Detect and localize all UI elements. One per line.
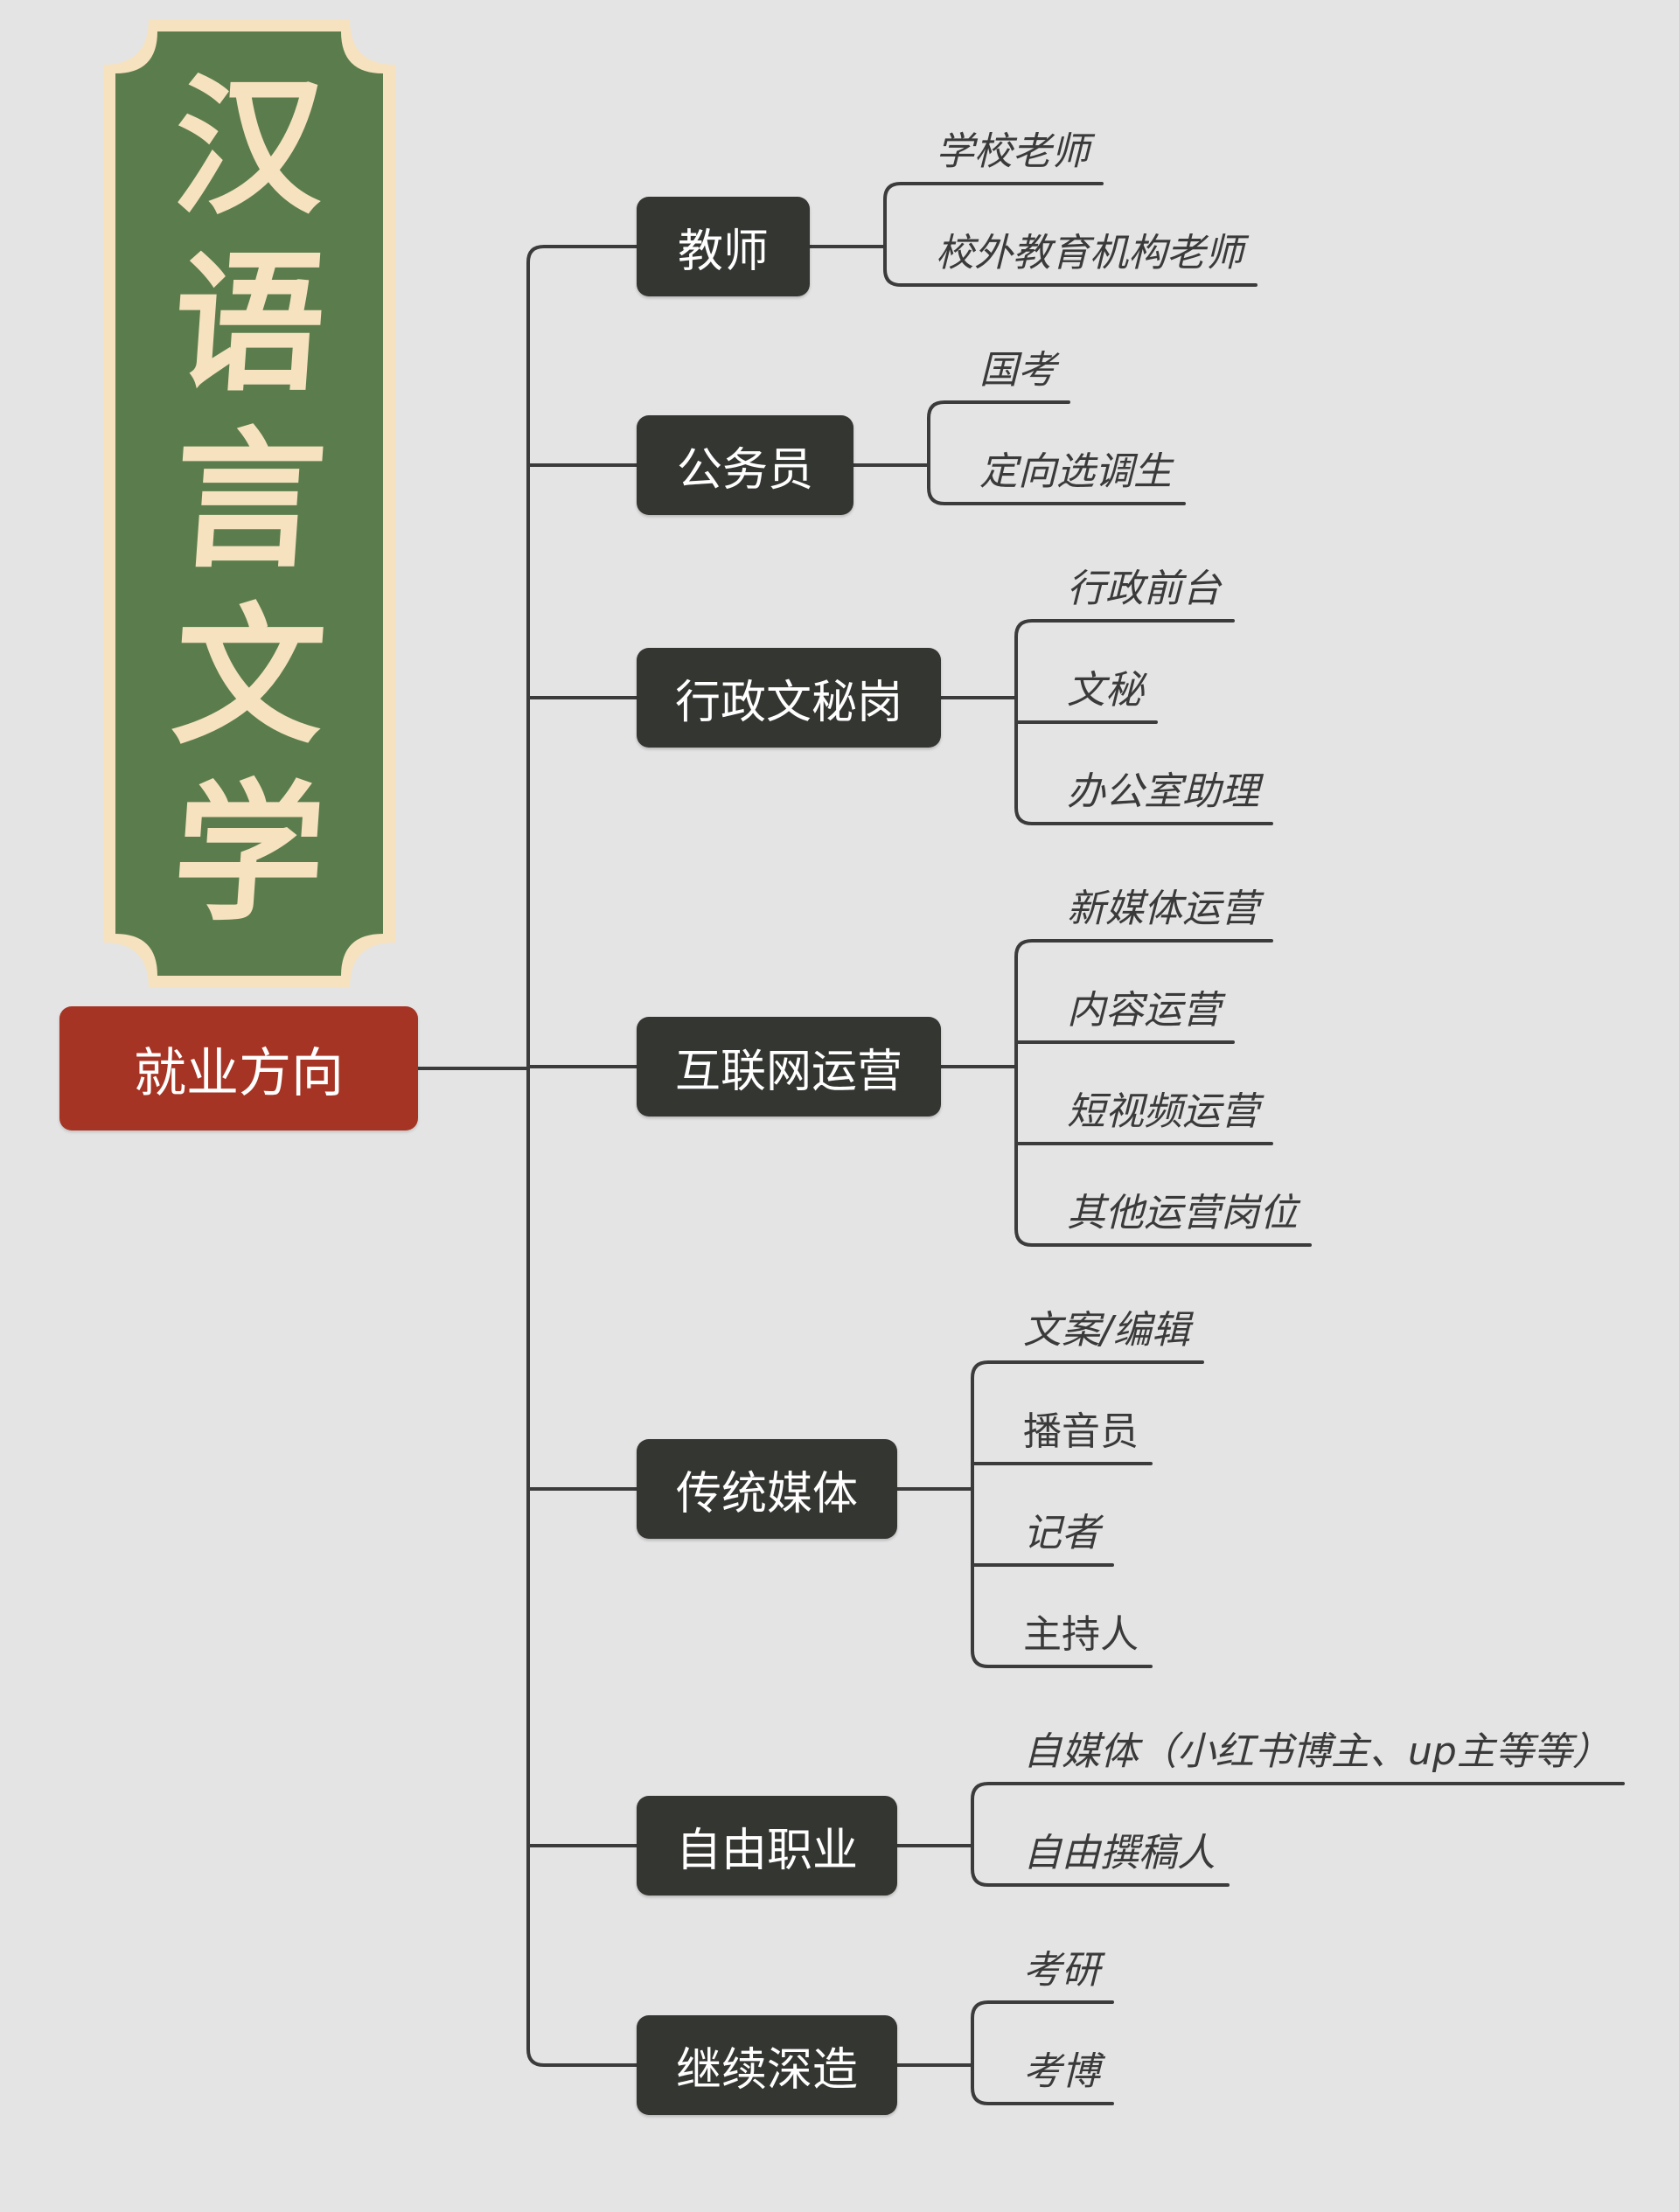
leaf-bracket (1014, 696, 1273, 825)
leaf-item: 主持人 (1023, 1612, 1139, 1657)
leaf-bracket (1014, 939, 1273, 1068)
leaf-item: 短视频运营 (1067, 1089, 1259, 1134)
leaf-bracket (1014, 619, 1235, 699)
leaf-item: 考研 (1023, 1948, 1100, 1993)
leaf-item: 其他运营岗位 (1067, 1191, 1298, 1235)
banner-char: 学 (167, 764, 331, 942)
leaf-bracket (883, 245, 1258, 287)
leaf-bracket (971, 2063, 1114, 2105)
banner-char: 语 (167, 234, 331, 412)
leaf-item: 自媒体（小红书博主、up主等等） (1023, 1729, 1611, 1774)
leaf-bracket (971, 1844, 1230, 1887)
leaf-item: 播音员 (1023, 1409, 1139, 1454)
category-node-freelance: 自由职业 (637, 1796, 897, 1896)
leaf-item: 文案/编辑 (1023, 1308, 1190, 1353)
leaf-item: 考博 (1023, 2049, 1100, 2094)
leaf-item: 记者 (1023, 1511, 1100, 1555)
category-node-civil-servant: 公务员 (637, 415, 853, 515)
leaf-item: 文秘 (1067, 668, 1144, 713)
title-banner: 汉 语 言 文 学 (103, 19, 395, 988)
leaf-bracket (927, 463, 1186, 505)
leaf-item: 学校老师 (936, 129, 1090, 174)
leaf-item: 办公室助理 (1067, 769, 1259, 814)
trunk-line (526, 245, 638, 2067)
root-node: 就业方向 (59, 1006, 418, 1130)
leaf-bracket (927, 400, 1070, 467)
category-node-internet-ops: 互联网运营 (637, 1017, 941, 1116)
leaf-bracket (971, 1360, 1204, 1491)
banner-char: 汉 (167, 58, 331, 235)
banner-char: 言 (167, 411, 331, 588)
category-node-teacher: 教师 (637, 197, 810, 296)
banner-char: 文 (167, 588, 331, 765)
category-node-further-study: 继续深造 (637, 2015, 897, 2115)
leaf-bracket (971, 2000, 1114, 2067)
leaf-bracket (883, 182, 1104, 248)
leaf-item: 新媒体运营 (1067, 887, 1259, 931)
banner-frame (103, 19, 395, 988)
leaf-item: 国考 (979, 348, 1056, 393)
leaf-item: 自由撰稿人 (1023, 1831, 1216, 1875)
leaf-item: 定向选调生 (979, 449, 1172, 494)
category-node-admin: 行政文秘岗 (637, 648, 941, 748)
leaf-bracket (971, 1487, 1153, 1668)
leaf-item: 行政前台 (1067, 567, 1221, 611)
category-node-traditional-media: 传统媒体 (637, 1439, 897, 1539)
leaf-bracket (971, 1782, 1625, 1847)
leaf-item: 内容运营 (1067, 988, 1221, 1033)
leaf-bracket (1014, 1065, 1312, 1247)
leaf-item: 校外教育机构老师 (936, 231, 1244, 275)
banner-title: 汉 语 言 文 学 (103, 58, 395, 942)
